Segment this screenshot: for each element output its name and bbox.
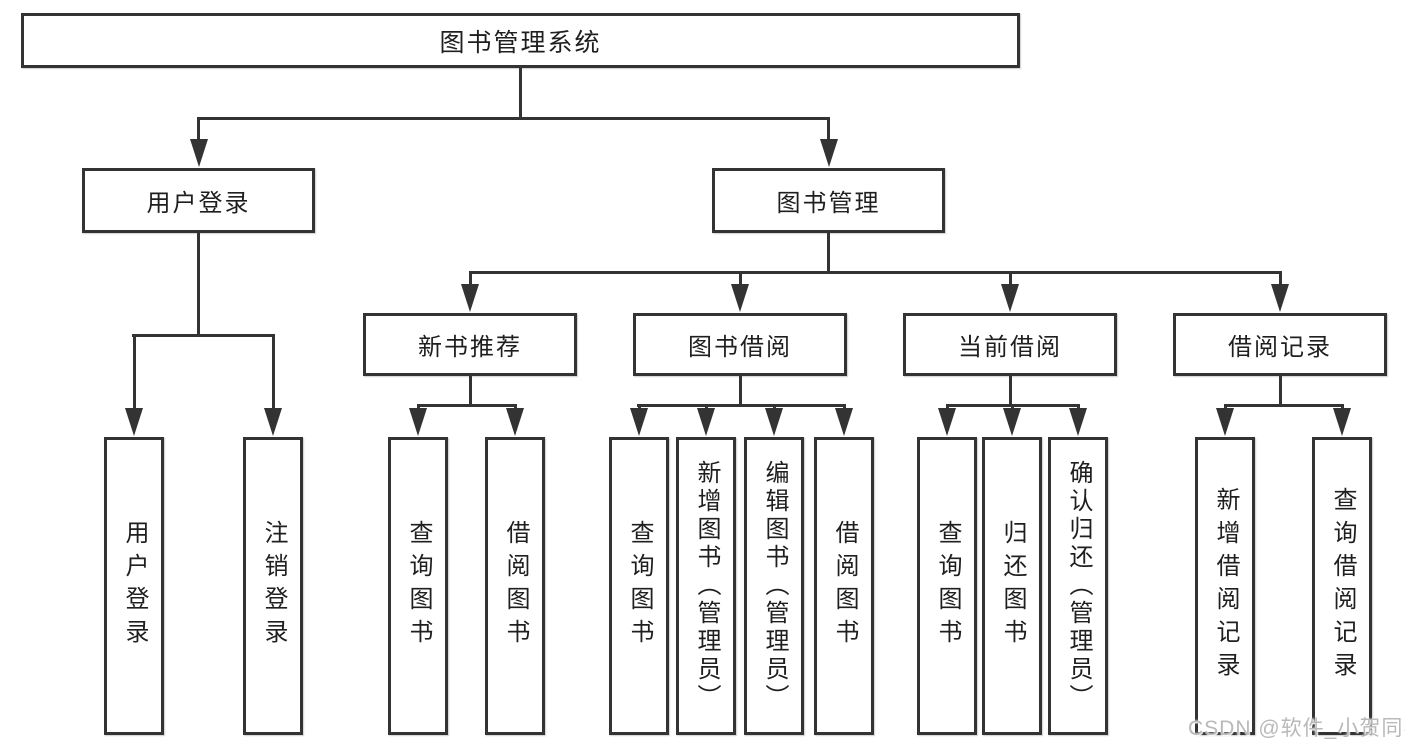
node-current-borrowing: 当前借阅 xyxy=(903,313,1117,376)
arrow-down-icon xyxy=(1271,284,1289,312)
connector-line xyxy=(739,271,742,287)
arrow-down-icon xyxy=(125,408,143,436)
arrow-down-icon xyxy=(1216,408,1234,436)
node-label: 查询图书 xyxy=(405,520,432,652)
connector-line xyxy=(1009,271,1012,287)
node-label: 借阅图书 xyxy=(502,520,529,652)
leaf-borrow-books-borrowing: 借阅图书 xyxy=(814,437,874,735)
connector-line xyxy=(197,117,830,120)
connector-line xyxy=(272,334,275,414)
connector-line xyxy=(1279,376,1282,407)
arrow-down-icon xyxy=(765,408,783,436)
leaf-query-books-current: 查询图书 xyxy=(917,437,977,735)
connector-line xyxy=(637,404,846,407)
node-label: 编辑图书（管理员） xyxy=(761,460,788,712)
connector-line xyxy=(132,334,275,337)
arrow-down-icon xyxy=(1333,408,1351,436)
node-label: 查询图书 xyxy=(934,520,961,652)
node-label: 查询借阅记录 xyxy=(1329,487,1356,685)
leaf-query-books-borrowing: 查询图书 xyxy=(609,437,669,735)
node-label: 借阅图书 xyxy=(831,520,858,652)
connector-line xyxy=(827,117,830,141)
arrow-down-icon xyxy=(1069,408,1087,436)
arrow-down-icon xyxy=(461,284,479,312)
node-label: 确认归还（管理员） xyxy=(1065,460,1092,712)
connector-line xyxy=(1224,404,1343,407)
arrow-down-icon xyxy=(697,408,715,436)
arrow-down-icon xyxy=(1003,408,1021,436)
arrow-down-icon xyxy=(506,408,524,436)
connector-line xyxy=(1009,376,1012,407)
arrow-down-icon xyxy=(938,408,956,436)
node-label: 图书管理 xyxy=(776,190,881,217)
connector-line xyxy=(133,334,136,414)
connector-line xyxy=(739,376,742,407)
arrow-down-icon xyxy=(409,408,427,436)
leaf-add-borrow-record: 新增借阅记录 xyxy=(1195,437,1255,735)
connector-line xyxy=(417,404,516,407)
connector-line xyxy=(827,233,830,273)
node-borrowing-records: 借阅记录 xyxy=(1173,313,1387,376)
arrow-down-icon xyxy=(820,139,838,167)
node-user-login: 用户登录 xyxy=(82,168,315,233)
leaf-return-books: 归还图书 xyxy=(982,437,1042,735)
leaf-query-books-recommend: 查询图书 xyxy=(388,437,448,735)
connector-line xyxy=(469,271,1282,274)
node-label: 图书借阅 xyxy=(688,334,792,361)
node-library-management-system: 图书管理系统 xyxy=(21,13,1020,68)
arrow-down-icon xyxy=(731,284,749,312)
node-book-borrowing: 图书借阅 xyxy=(633,313,847,376)
node-label: 借阅记录 xyxy=(1228,334,1332,361)
arrow-down-icon xyxy=(264,408,282,436)
node-book-management: 图书管理 xyxy=(712,168,945,233)
leaf-edit-books-admin: 编辑图书（管理员） xyxy=(744,437,804,735)
csdn-watermark: CSDN @软件_小贺同学 xyxy=(1188,717,1405,740)
leaf-borrow-books-recommend: 借阅图书 xyxy=(485,437,545,735)
node-label: 图书管理系统 xyxy=(439,28,602,57)
node-label: 查询图书 xyxy=(626,520,653,652)
leaf-logout: 注销登录 xyxy=(243,437,303,735)
arrow-down-icon xyxy=(835,408,853,436)
node-new-book-recommendation: 新书推荐 xyxy=(363,313,577,376)
connector-line xyxy=(469,376,472,407)
connector-line xyxy=(1279,271,1282,287)
connector-line xyxy=(519,68,522,119)
leaf-confirm-return-admin: 确认归还（管理员） xyxy=(1048,437,1108,735)
connector-line xyxy=(469,271,472,287)
node-label: 注销登录 xyxy=(260,520,287,652)
node-label: 用户登录 xyxy=(146,190,251,217)
node-label: 新增图书（管理员） xyxy=(693,460,720,712)
node-label: 当前借阅 xyxy=(958,334,1062,361)
node-label: 用户登录 xyxy=(121,520,148,652)
leaf-user-login: 用户登录 xyxy=(104,437,164,735)
node-label: 新书推荐 xyxy=(418,334,522,361)
leaf-add-books-admin: 新增图书（管理员） xyxy=(676,437,736,735)
node-label: 新增借阅记录 xyxy=(1212,487,1239,685)
node-label: 归还图书 xyxy=(999,520,1026,652)
leaf-query-borrow-record: 查询借阅记录 xyxy=(1312,437,1372,735)
arrow-down-icon xyxy=(190,139,208,167)
connector-line xyxy=(197,233,200,336)
arrow-down-icon xyxy=(630,408,648,436)
arrow-down-icon xyxy=(1001,284,1019,312)
connector-line xyxy=(197,117,200,141)
